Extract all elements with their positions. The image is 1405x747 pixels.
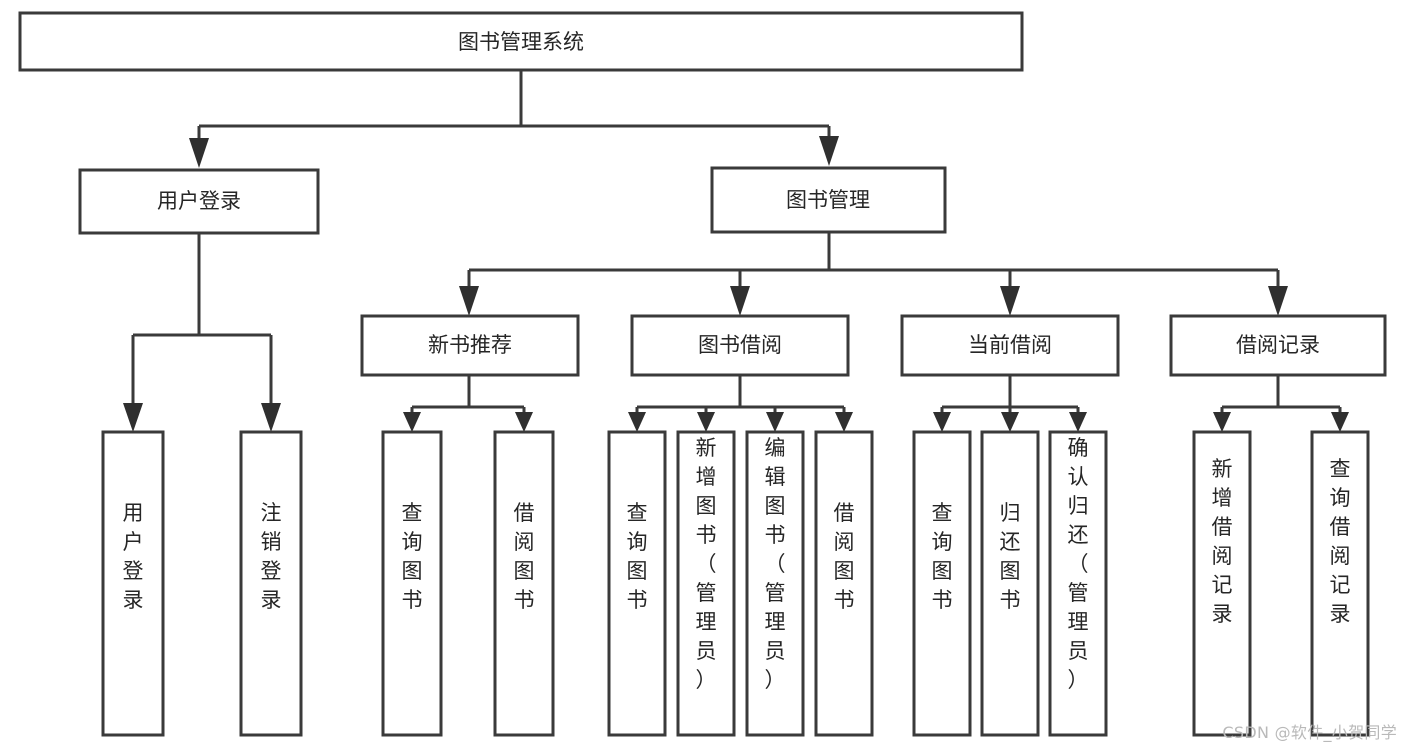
arrow-to-leaf-user-login	[123, 403, 143, 432]
node-new-book-rec-box[interactable]	[360, 314, 580, 377]
node-borrow-record-label: 借阅记录	[1236, 333, 1320, 357]
node-root-label: 图书管理系统	[458, 30, 584, 54]
node-book-borrow[interactable]: 图书借阅	[630, 314, 850, 377]
node-leaf-query-book-3[interactable]: 查询图书	[912, 430, 972, 737]
node-leaf-query-record-label: 查询借阅记录	[1330, 457, 1351, 626]
node-user-login-label: 用户登录	[157, 189, 241, 213]
arrow-to-leaf-query-record	[1331, 412, 1349, 432]
arrow-root-to-user-login	[189, 138, 209, 168]
arrow-to-book-borrow	[730, 286, 750, 316]
node-leaf-add-record-box[interactable]	[1192, 430, 1252, 737]
node-root[interactable]: 图书管理系统	[18, 11, 1024, 72]
node-leaf-confirm-return-box[interactable]	[1048, 430, 1108, 737]
arrow-to-leaf-borrow-book-2	[835, 412, 853, 432]
node-current-borrow-label: 当前借阅	[968, 333, 1052, 357]
node-book-borrow-box[interactable]	[630, 314, 850, 377]
node-leaf-borrow-book-1-box[interactable]	[493, 430, 555, 737]
connector-group-borrow-record	[1213, 375, 1349, 432]
node-current-borrow[interactable]: 当前借阅	[900, 314, 1120, 377]
node-leaf-add-record[interactable]: 新增借阅记录	[1192, 430, 1252, 737]
connector-group-root	[189, 70, 839, 168]
node-leaf-borrow-book-2-label: 借阅图书	[834, 501, 855, 612]
connector-group-new-book-rec	[403, 375, 533, 432]
arrow-to-leaf-query-book-1	[403, 412, 421, 432]
arrow-to-new-book-rec	[459, 286, 479, 316]
node-book-manage[interactable]: 图书管理	[710, 166, 947, 234]
node-leaf-query-book-3-box[interactable]	[912, 430, 972, 737]
connector-group-book-manage	[459, 232, 1288, 316]
node-user-login-box[interactable]	[78, 168, 320, 235]
node-leaf-return-book-box[interactable]	[980, 430, 1040, 737]
node-leaf-borrow-book-1[interactable]: 借阅图书	[493, 430, 555, 737]
node-leaf-edit-book-box[interactable]	[745, 430, 805, 737]
node-leaf-borrow-book-1-label: 借阅图书	[514, 501, 535, 612]
node-root-box[interactable]	[18, 11, 1024, 72]
node-new-book-rec[interactable]: 新书推荐	[360, 314, 580, 377]
arrow-to-leaf-borrow-book-1	[515, 412, 533, 432]
arrow-to-leaf-confirm-return	[1069, 412, 1087, 432]
node-leaf-edit-book[interactable]: 编辑图书（管理员）	[745, 430, 805, 737]
connector-group-book-borrow	[628, 375, 853, 432]
connector-group-current-borrow	[933, 375, 1087, 432]
node-leaf-confirm-return-label: 确认归还（管理员）	[1068, 436, 1089, 692]
node-leaf-confirm-return[interactable]: 确认归还（管理员）	[1048, 430, 1108, 737]
csdn-watermark: CSDN @软件_小贺同学	[1222, 723, 1397, 742]
connector-group-user-login	[123, 233, 281, 432]
node-leaf-query-book-1-box[interactable]	[381, 430, 443, 737]
node-leaf-query-book-2-label: 查询图书	[627, 501, 648, 612]
node-leaf-borrow-book-2[interactable]: 借阅图书	[814, 430, 874, 737]
arrow-to-current-borrow	[1000, 286, 1020, 316]
node-leaf-query-record-box[interactable]	[1310, 430, 1370, 737]
node-leaf-add-record-label: 新增借阅记录	[1212, 457, 1233, 626]
arrow-to-leaf-return-book	[1001, 412, 1019, 432]
node-leaf-logout-box[interactable]	[239, 430, 303, 737]
arrow-to-leaf-query-book-2	[628, 412, 646, 432]
node-leaf-query-book-2[interactable]: 查询图书	[607, 430, 667, 737]
node-leaf-logout[interactable]: 注销登录	[239, 430, 303, 737]
arrow-to-leaf-add-record	[1213, 412, 1231, 432]
node-leaf-edit-book-label: 编辑图书（管理员）	[765, 436, 786, 692]
node-leaf-query-book-1[interactable]: 查询图书	[381, 430, 443, 737]
node-leaf-add-book-label: 新增图书（管理员）	[696, 436, 717, 692]
node-leaf-user-login-box[interactable]	[101, 430, 165, 737]
node-leaf-user-login[interactable]: 用户登录	[101, 430, 165, 737]
node-leaf-user-login-label: 用户登录	[123, 501, 144, 612]
node-leaf-query-record[interactable]: 查询借阅记录	[1310, 430, 1370, 737]
arrow-to-borrow-record	[1268, 286, 1288, 316]
node-current-borrow-box[interactable]	[900, 314, 1120, 377]
node-leaf-borrow-book-2-box[interactable]	[814, 430, 874, 737]
node-leaf-query-book-1-label: 查询图书	[402, 501, 423, 612]
node-new-book-rec-label: 新书推荐	[428, 333, 512, 357]
node-leaf-return-book[interactable]: 归还图书	[980, 430, 1040, 737]
arrow-to-leaf-add-book	[697, 412, 715, 432]
arrow-root-to-book-manage	[819, 136, 839, 166]
node-leaf-add-book-box[interactable]	[676, 430, 736, 737]
node-user-login[interactable]: 用户登录	[78, 168, 320, 235]
node-leaf-add-book[interactable]: 新增图书（管理员）	[676, 430, 736, 737]
node-book-borrow-label: 图书借阅	[698, 333, 782, 357]
arrow-to-leaf-logout	[261, 403, 281, 432]
arrow-to-leaf-query-book-3	[933, 412, 951, 432]
node-leaf-logout-label: 注销登录	[261, 501, 282, 612]
node-book-manage-box[interactable]	[710, 166, 947, 234]
arrow-to-leaf-edit-book	[766, 412, 784, 432]
node-borrow-record-box[interactable]	[1169, 314, 1387, 377]
node-leaf-return-book-label: 归还图书	[1000, 501, 1021, 612]
node-leaf-query-book-3-label: 查询图书	[932, 501, 953, 612]
node-borrow-record[interactable]: 借阅记录	[1169, 314, 1387, 377]
node-book-manage-label: 图书管理	[786, 188, 870, 212]
node-leaf-query-book-2-box[interactable]	[607, 430, 667, 737]
